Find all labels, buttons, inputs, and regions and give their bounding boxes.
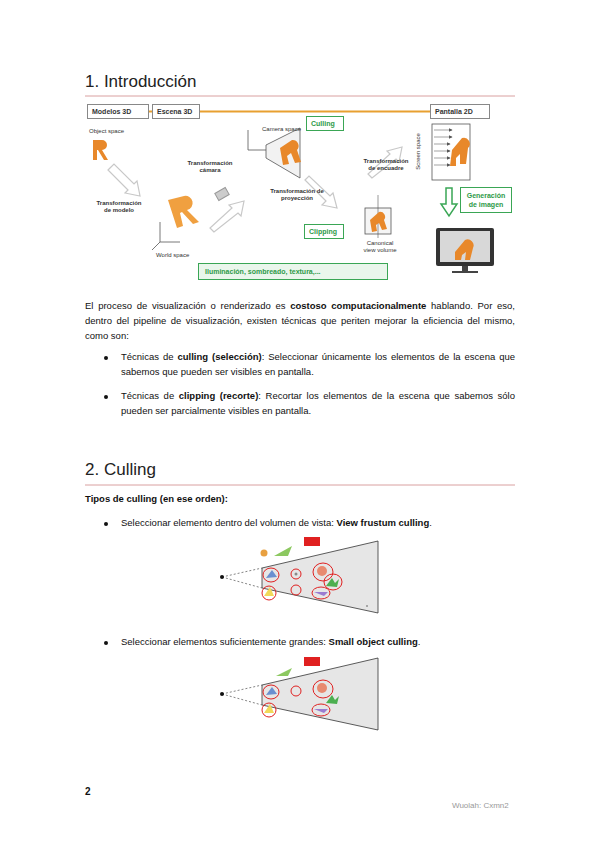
bullet	[104, 356, 108, 360]
section-heading: 1. Introducción	[85, 72, 197, 92]
space-label: Canonical view volume	[361, 240, 399, 254]
watermark: Wuolah: Cxmn2	[452, 801, 509, 810]
bold-text: culling (selección)	[177, 351, 261, 362]
transform-label: Transformación de modelo	[94, 200, 144, 214]
body-text: .	[429, 517, 432, 528]
body-text: Seleccionar elementos suficientemente gr…	[121, 636, 326, 647]
section-heading: 2. Culling	[85, 460, 156, 480]
node-label: Culling	[311, 119, 339, 128]
space-label: Camera space	[262, 126, 301, 133]
list-item: Seleccionar elemento dentro del volumen …	[121, 515, 432, 530]
space-label: Object space	[89, 128, 124, 135]
technique-box: Clipping	[304, 224, 344, 239]
bold-text: clipping (recorte)	[179, 390, 259, 401]
stage-header: Pantalla 2D	[430, 104, 490, 119]
transform-label: Transformación de proyección	[268, 188, 326, 202]
bold-text: Small object culling	[329, 636, 418, 647]
node-label: Pantalla 2D	[435, 107, 485, 116]
stage-header: Escena 3D	[152, 104, 200, 119]
stage-header: Modelos 3D	[87, 104, 149, 119]
body-text: El proceso de visualización o renderizad…	[85, 300, 285, 311]
node-label: Clipping	[309, 227, 339, 236]
body-text: Seleccionar elemento dentro del volumen …	[121, 517, 334, 528]
bold-text: View frustum culling	[336, 517, 429, 528]
body-text: Técnicas de	[121, 390, 174, 401]
node-label: Escena 3D	[157, 107, 195, 116]
node-label: Generación de imagen	[465, 191, 507, 209]
transform-label: Transformación cámara	[186, 160, 234, 174]
space-label: Screen space	[415, 133, 422, 170]
paragraph: El proceso de visualización o renderizad…	[85, 298, 515, 343]
bold-text: Tipos de culling (en ese orden):	[85, 491, 228, 506]
technique-box: Generación de imagen	[460, 187, 512, 213]
bold-text: costoso computacionalmente	[290, 300, 426, 311]
node-label: Iluminación, sombreado, textura,...	[205, 267, 381, 276]
list-item: Técnicas de culling (selección): Selecci…	[121, 349, 515, 379]
body-text: .	[418, 636, 421, 647]
body-text: Técnicas de	[121, 351, 174, 362]
bullet	[104, 641, 108, 645]
page-number: 2	[85, 786, 91, 797]
shading-band: Iluminación, sombreado, textura,...	[198, 263, 388, 280]
space-label: World space	[156, 252, 189, 259]
technique-box: Culling	[306, 116, 344, 131]
list-item: Seleccionar elementos suficientemente gr…	[121, 634, 420, 649]
node-label: Modelos 3D	[92, 107, 144, 116]
bullet	[104, 395, 108, 399]
list-item: Técnicas de clipping (recorte): Recortar…	[121, 388, 515, 418]
pipeline-connector	[200, 111, 430, 113]
bullet	[104, 522, 108, 526]
transform-label: Transformación de encuadre	[360, 158, 412, 172]
